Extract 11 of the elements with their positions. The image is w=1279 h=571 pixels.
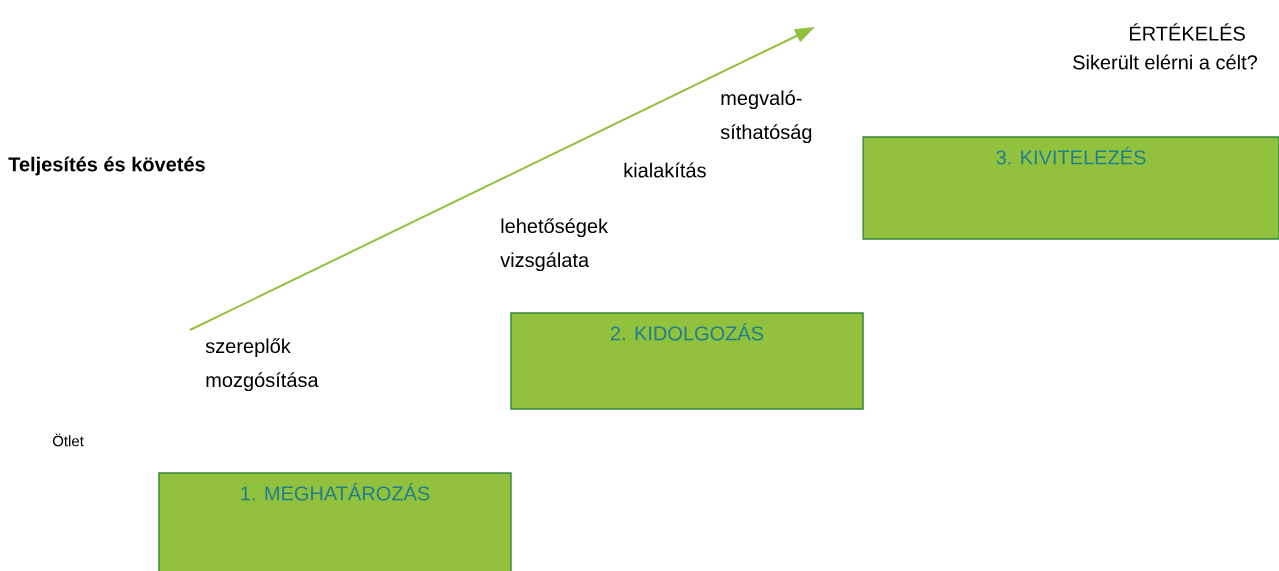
label-text: lehetőségek vizsgálata <box>500 218 609 272</box>
label-text: Teljesítés és követés <box>8 156 205 176</box>
process-box: 3. KIVITELEZÉS <box>862 136 1279 240</box>
label-text: ÉRTÉKELÉS <box>1130 23 1245 41</box>
label-text: kialakítás <box>624 162 706 178</box>
label-text: Sikerült elérni a célt? <box>1073 54 1258 70</box>
label-text: Ötlet <box>52 433 84 447</box>
process-box: 2. KIDOLGOZÁS <box>510 312 864 410</box>
label-text: megvaló- síthatóság <box>720 90 812 144</box>
label-text: szereplők mozgósítása <box>205 338 319 392</box>
process-box: 1. MEGHATÁROZÁS <box>158 472 512 571</box>
